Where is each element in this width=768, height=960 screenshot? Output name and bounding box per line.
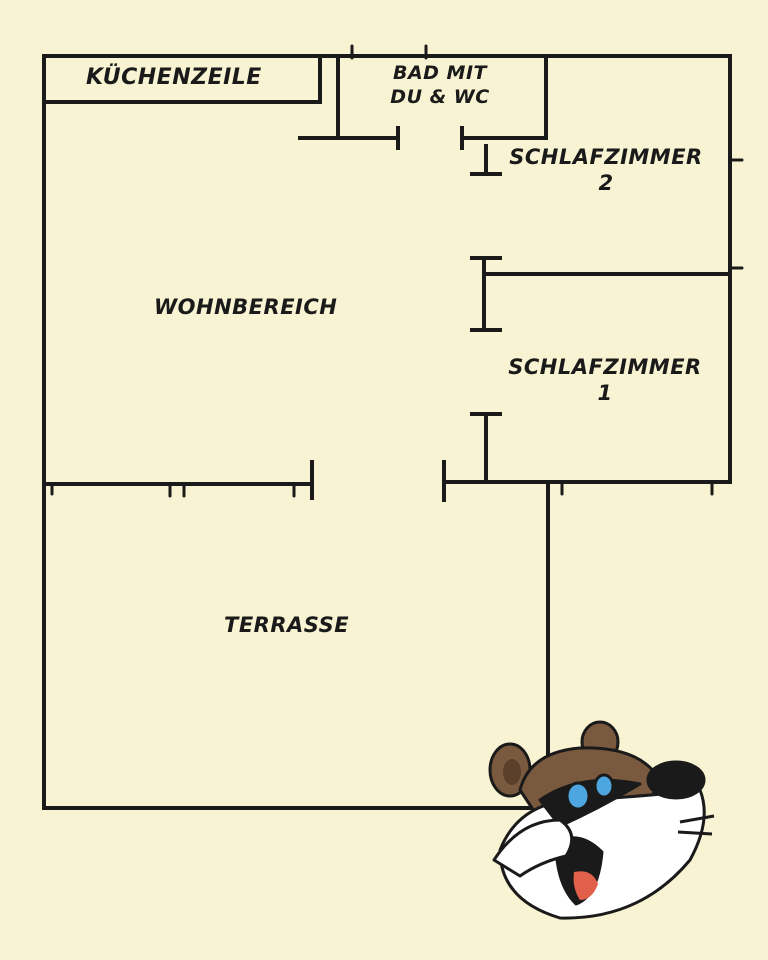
raccoon-mascot-icon	[488, 720, 715, 920]
room-label-wohnbereich: WOHNBEREICH	[154, 295, 338, 319]
room-label-bad-line2: DU & WC	[390, 85, 490, 108]
mascot-eye-left	[565, 781, 591, 811]
mascot-nose	[646, 760, 706, 800]
mascot-mask	[538, 778, 642, 828]
room-label-schlafzimmer-2: SCHLAFZIMMER 2	[488, 144, 724, 197]
mascot-whisker	[677, 830, 713, 836]
room-label-schlafzimmer-1-line2: 1	[597, 381, 613, 406]
walls	[42, 54, 732, 810]
room-label-schlafzimmer-2-line2: 2	[598, 171, 614, 196]
room-label-schlafzimmer-1: SCHLAFZIMMER 1	[492, 354, 718, 407]
room-label-bad: BAD MIT DU & WC	[360, 62, 520, 110]
mascot-eye-right	[593, 773, 615, 799]
room-label-schlafzimmer-2-line1: SCHLAFZIMMER	[509, 145, 703, 169]
room-label-schlafzimmer-1-line1: SCHLAFZIMMER	[508, 355, 702, 379]
mascot-whisker	[679, 814, 715, 824]
kitchen-counter	[42, 54, 322, 104]
mascot-paw	[492, 818, 574, 878]
mascot-tongue	[573, 871, 598, 900]
room-label-bad-line1: BAD MIT	[392, 62, 487, 84]
mascot-ear-left-inner	[503, 759, 521, 785]
room-label-terrasse: TERRASSE	[224, 613, 350, 637]
room-label-kuechenzeile: KÜCHENZEILE	[86, 65, 262, 90]
wall-ticks	[50, 44, 744, 498]
